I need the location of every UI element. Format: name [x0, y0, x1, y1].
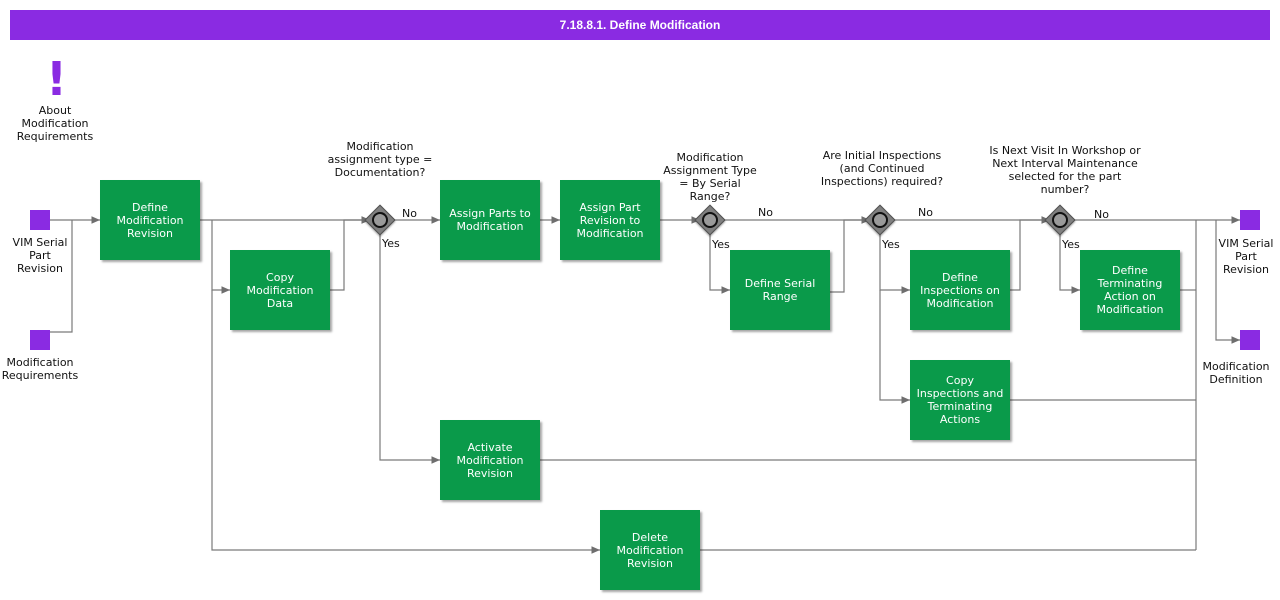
diagram-title: 7.18.8.1. Define Modification — [10, 10, 1270, 40]
gateway-documentation-label: Modification assignment type = Documenta… — [327, 140, 433, 179]
gateway-serial-range-label: Modification Assignment Type = By Serial… — [663, 151, 757, 203]
task-assign-parts[interactable]: Assign Parts to Modification — [440, 180, 540, 260]
task-copy-inspections[interactable]: Copy Inspections and Terminating Actions — [910, 360, 1010, 440]
flow-label-g4-no: No — [1094, 208, 1109, 221]
event-vim-serial-in[interactable] — [30, 210, 50, 230]
gateway-next-visit-label: Is Next Visit In Workshop or Next Interv… — [989, 144, 1141, 196]
gateway-serial-range-marker — [702, 212, 718, 228]
flow-label-g1-yes: Yes — [382, 237, 400, 250]
event-vim-serial-in-label: VIM Serial Part Revision — [12, 236, 68, 275]
flow-label-g4-yes: Yes — [1062, 238, 1080, 251]
flow-label-g3-no: No — [918, 206, 933, 219]
flow-label-g1-no: No — [402, 207, 417, 220]
flow-label-g3-yes: Yes — [882, 238, 900, 251]
event-mod-requirements[interactable] — [30, 330, 50, 350]
task-define-serial-range[interactable]: Define Serial Range — [730, 250, 830, 330]
task-copy-modification-data[interactable]: Copy Modification Data — [230, 250, 330, 330]
event-vim-serial-out[interactable] — [1240, 210, 1260, 230]
event-vim-serial-out-label: VIM Serial Part Revision — [1218, 237, 1274, 276]
task-assign-part-revision[interactable]: Assign Part Revision to Modification — [560, 180, 660, 260]
task-define-terminating-action[interactable]: Define Terminating Action on Modificatio… — [1080, 250, 1180, 330]
gateway-next-visit-marker — [1052, 212, 1068, 228]
task-activate-modification-revision[interactable]: Activate Modification Revision — [440, 420, 540, 500]
task-define-inspections[interactable]: Define Inspections on Modification — [910, 250, 1010, 330]
event-mod-definition[interactable] — [1240, 330, 1260, 350]
exclamation-icon: ! — [46, 52, 67, 106]
task-define-modification-revision[interactable]: Define Modification Revision — [100, 180, 200, 260]
task-delete-modification-revision[interactable]: Delete Modification Revision — [600, 510, 700, 590]
event-mod-requirements-label: Modification Requirements — [1, 356, 79, 382]
about-label[interactable]: About Modification Requirements — [16, 104, 94, 143]
gateway-documentation-marker — [372, 212, 388, 228]
flow-label-g2-yes: Yes — [712, 238, 730, 251]
gateway-inspections-label: Are Initial Inspections (and Continued I… — [820, 149, 944, 188]
event-mod-definition-label: Modification Definition — [1202, 360, 1270, 386]
gateway-inspections-marker — [872, 212, 888, 228]
flow-label-g2-no: No — [758, 206, 773, 219]
